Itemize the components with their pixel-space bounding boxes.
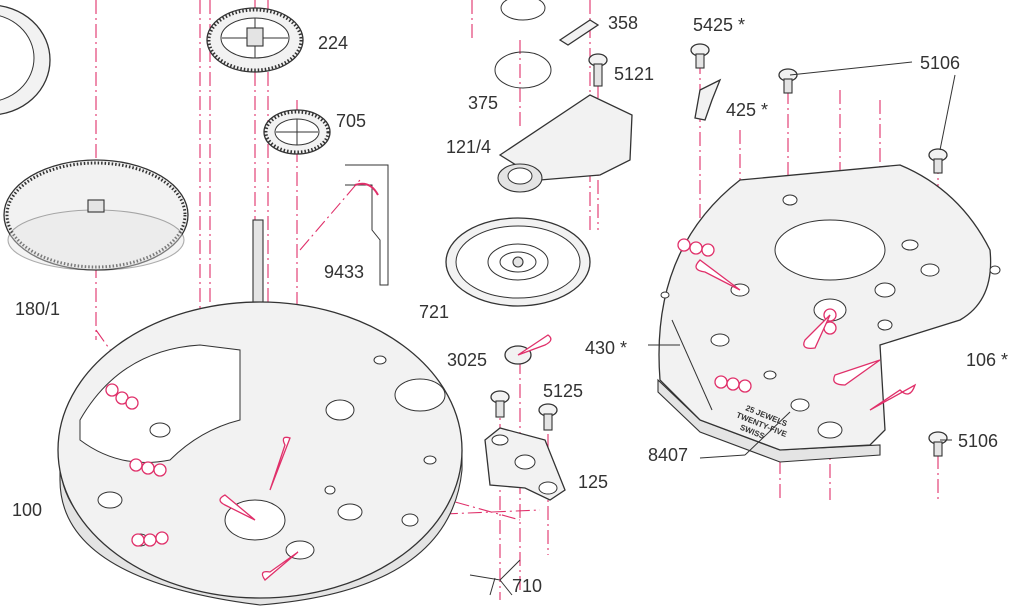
label-721: 721 xyxy=(419,302,449,322)
label-180-1: 180/1 xyxy=(15,299,60,319)
label-9433: 9433 xyxy=(324,262,364,282)
balance-721 xyxy=(445,217,591,307)
oil-markers-right xyxy=(677,238,917,411)
label-5121: 5121 xyxy=(614,64,654,84)
label-3025: 3025 xyxy=(447,350,487,370)
wheel-224 xyxy=(206,7,304,73)
part-labels: 224 358 5425 * 5121 5106 375 425 * 705 1… xyxy=(12,13,1008,596)
clip-375 xyxy=(494,0,552,89)
screw-5121 xyxy=(588,53,608,87)
part-358 xyxy=(558,19,600,46)
bridge-plate-106 xyxy=(657,164,1001,463)
label-5106-bottom: 5106 xyxy=(958,431,998,451)
label-425: 425 * xyxy=(726,100,768,120)
screws-5125 xyxy=(490,390,558,431)
ring-part xyxy=(0,5,51,115)
part-9433 xyxy=(345,164,389,286)
label-100: 100 xyxy=(12,500,42,520)
screws-5106-5425 xyxy=(690,43,948,457)
label-5125: 5125 xyxy=(543,381,583,401)
main-plate-100 xyxy=(57,301,463,606)
label-375: 375 xyxy=(468,93,498,113)
label-5106-top: 5106 xyxy=(920,53,960,73)
label-8407: 8407 xyxy=(648,445,688,465)
label-430: 430 * xyxy=(585,338,627,358)
label-106: 106 * xyxy=(966,350,1008,370)
label-224: 224 xyxy=(318,33,348,53)
escape-wheel-705 xyxy=(263,109,331,155)
balance-cock-121-4 xyxy=(497,94,633,193)
jewel-3025 xyxy=(504,334,552,365)
oil-markers-left xyxy=(105,383,299,581)
part-710 xyxy=(469,559,521,596)
leader-lines xyxy=(648,61,956,459)
label-5425: 5425 * xyxy=(693,15,745,35)
bridge-125 xyxy=(484,427,566,501)
label-121-4: 121/4 xyxy=(446,137,491,157)
label-125: 125 xyxy=(578,472,608,492)
label-358: 358 xyxy=(608,13,638,33)
label-710: 710 xyxy=(512,576,542,596)
label-705: 705 xyxy=(336,111,366,131)
wheel-180-1 xyxy=(3,159,189,271)
